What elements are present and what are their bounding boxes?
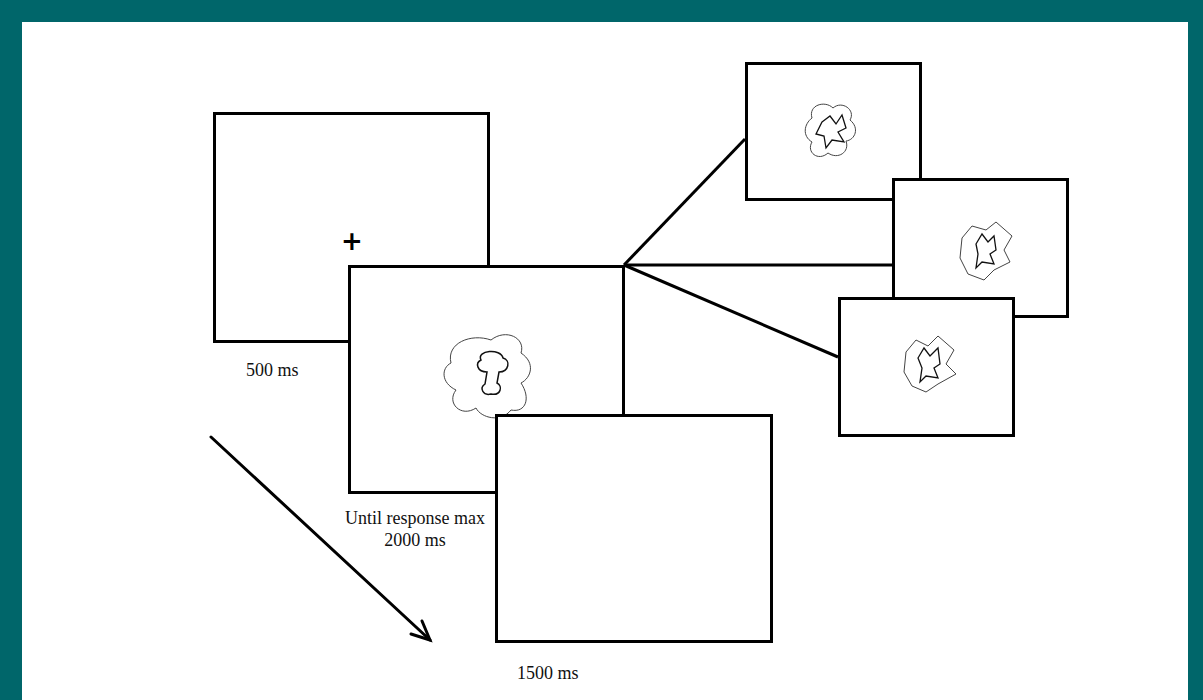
duration-label: Until response max 2000 ms xyxy=(345,508,485,551)
example-stimulus-3 xyxy=(840,299,1014,436)
example-stimulus-2 xyxy=(894,180,1068,317)
leader-line xyxy=(624,264,892,267)
fixation-cross: + xyxy=(341,228,363,254)
duration-label: 1500 ms xyxy=(517,663,579,685)
leader-line xyxy=(624,139,745,265)
duration-label: 500 ms xyxy=(246,360,299,382)
blank-screen: 1500 ms xyxy=(495,414,773,643)
leader-line xyxy=(624,265,838,357)
